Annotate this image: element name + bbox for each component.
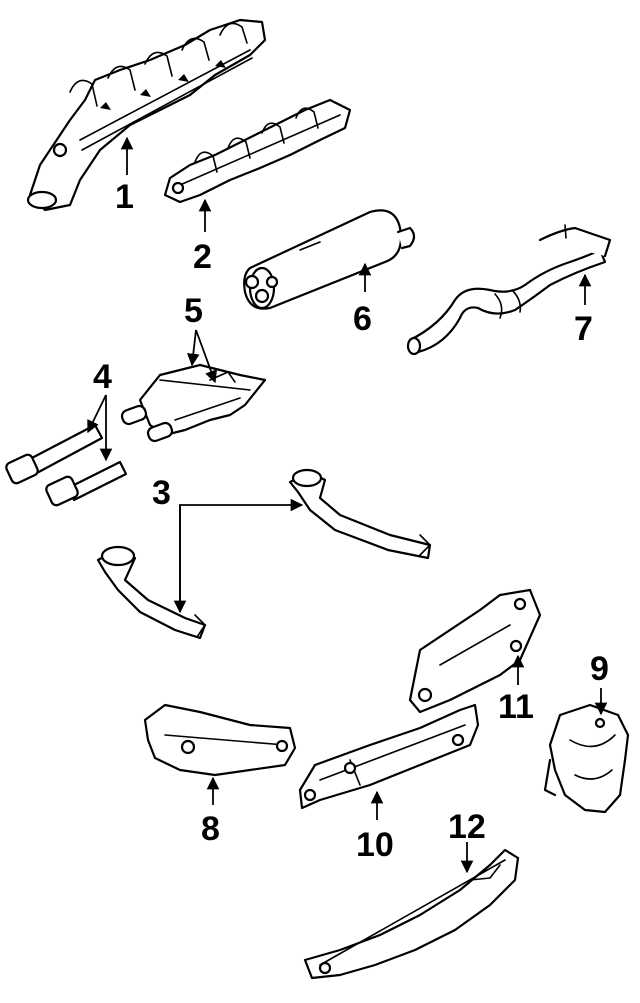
callout-5: 5: [184, 292, 203, 330]
callout-3: 3: [152, 474, 171, 512]
part-10-heat-shield: [298, 703, 480, 810]
part-4-pipes: [5, 423, 128, 507]
leader-3-horizontal: [179, 498, 304, 612]
callout-10: 10: [356, 826, 394, 864]
callout-4: 4: [93, 358, 112, 396]
part-12-crossmember: [303, 848, 520, 980]
callout-9: 9: [590, 650, 609, 688]
leader-5b: [187, 329, 200, 367]
leader-4a: [87, 394, 107, 434]
part-2-exhaust-manifold: [163, 98, 352, 204]
callouts: 1 2 3 4 5 6 7 8 9 10 11 12: [93, 178, 609, 864]
part-8-heat-shield: [143, 703, 297, 777]
callout-2: 2: [193, 238, 212, 276]
part-9-shield: [543, 703, 630, 814]
callout-7: 7: [574, 310, 593, 348]
callout-8: 8: [201, 810, 220, 848]
callout-12: 12: [448, 808, 486, 846]
leader-lines: [87, 136, 608, 874]
callout-6: 6: [353, 300, 372, 338]
part-6-muffler: [243, 209, 416, 310]
part-7-tailpipe: [406, 224, 612, 356]
callout-1: 1: [115, 178, 134, 216]
part-1-exhaust-manifold: [26, 18, 267, 212]
part-5-catalytic-converter: [120, 363, 267, 443]
leader-5a: [195, 329, 218, 384]
callout-11: 11: [498, 688, 534, 726]
part-3-y-pipes: [96, 468, 432, 640]
